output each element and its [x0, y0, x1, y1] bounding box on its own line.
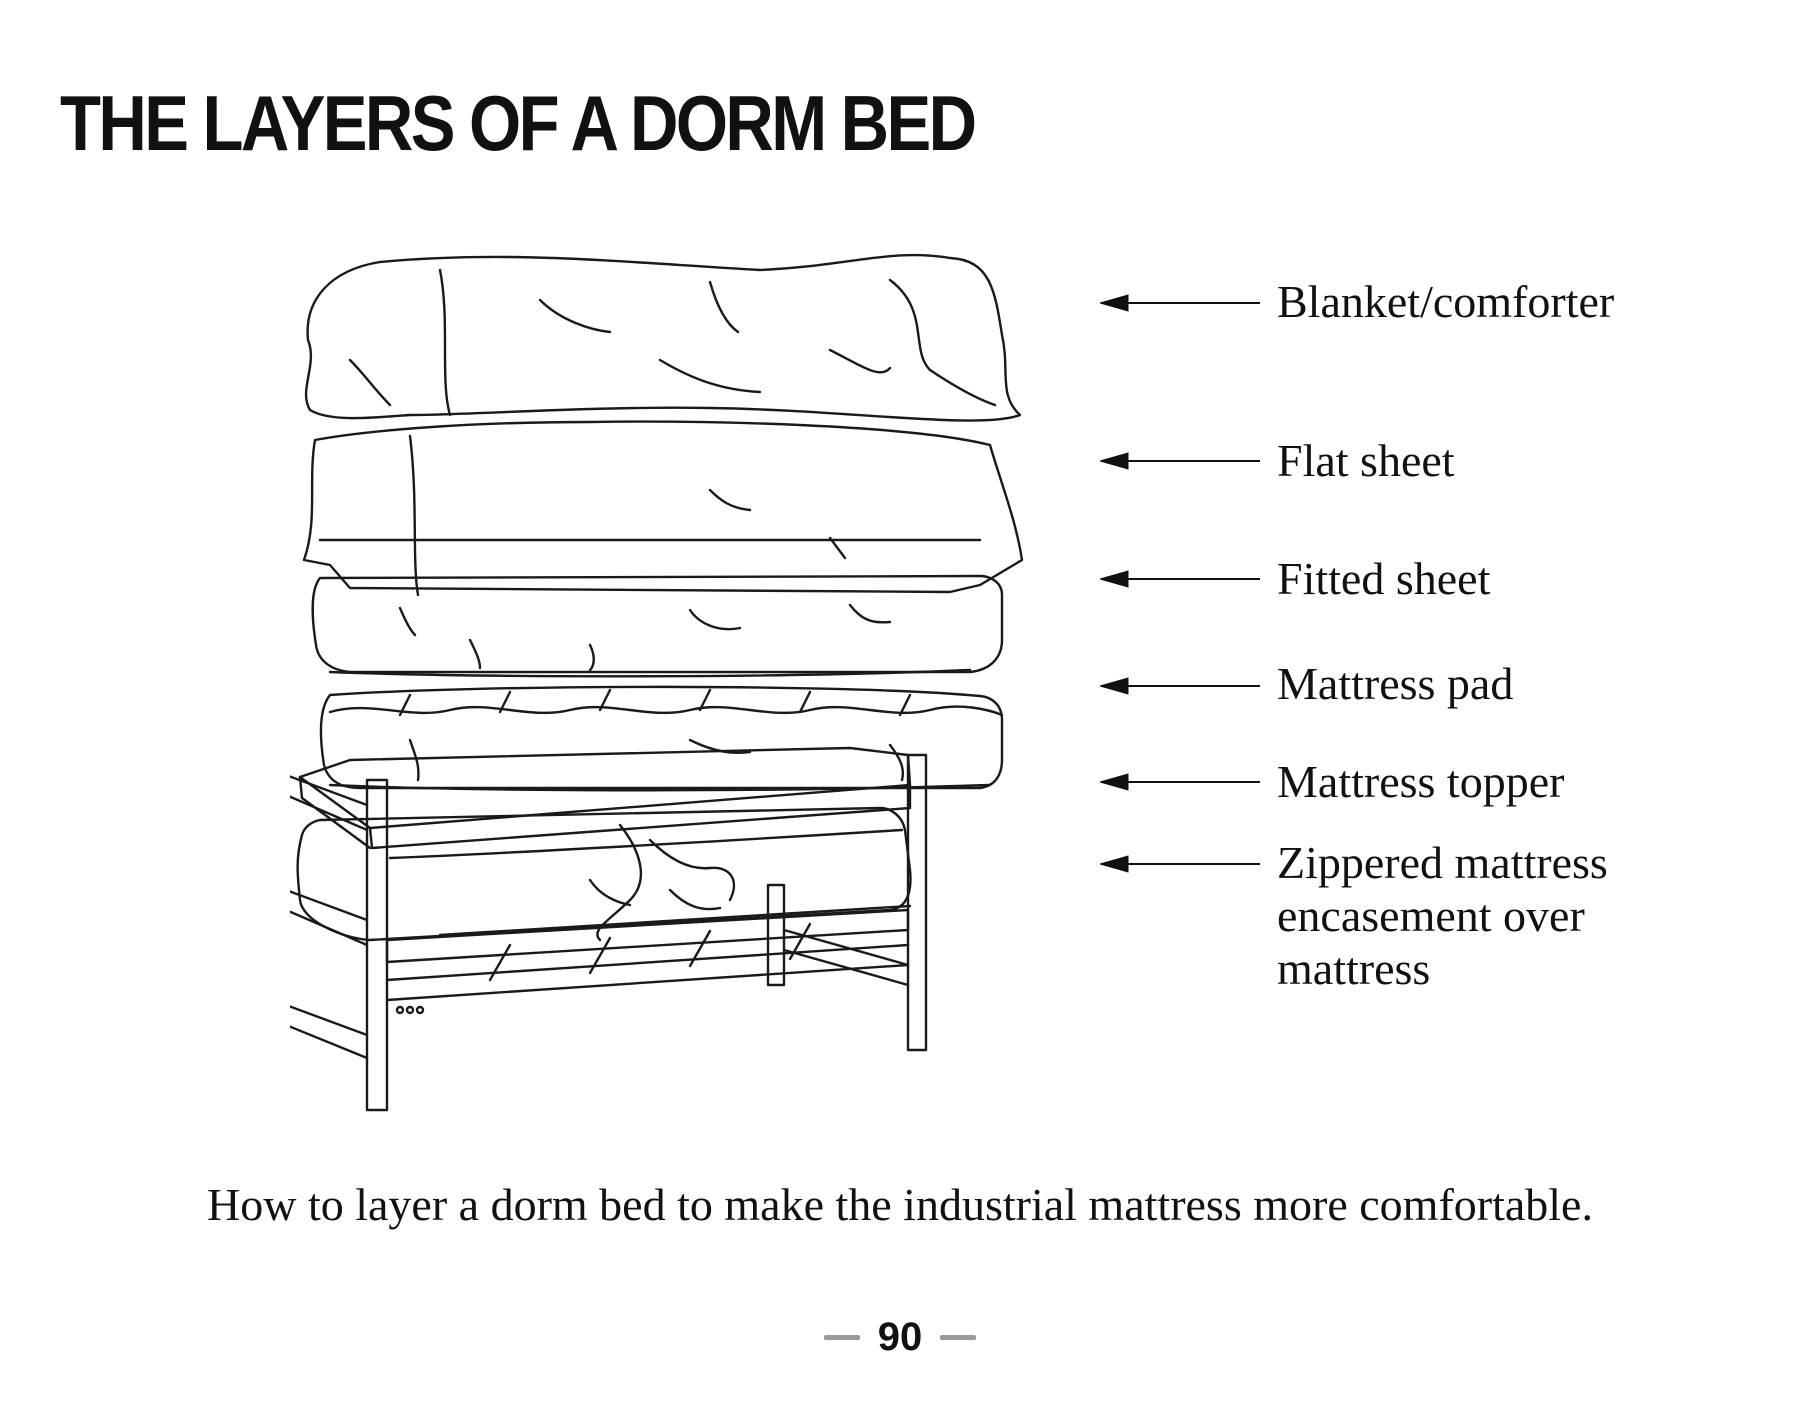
callout-arrow-encasement	[1098, 852, 1260, 876]
callout-arrow-mattress-pad	[1098, 674, 1260, 698]
label-flat-sheet: Flat sheet	[1277, 435, 1455, 486]
footer-dash-left	[823, 1335, 860, 1340]
dorm-bed-illustration	[290, 253, 1024, 1112]
figure-caption: How to layer a dorm bed to make the indu…	[207, 1179, 1593, 1230]
label-fitted-sheet: Fitted sheet	[1277, 553, 1491, 604]
label-blanket: Blanket/comforter	[1277, 276, 1615, 327]
footer-dash-right	[940, 1335, 977, 1340]
callout-arrow-mattress-topper	[1098, 770, 1260, 794]
label-mattress-topper: Mattress topper	[1277, 756, 1565, 807]
mattress-pad-illustration	[319, 685, 1004, 792]
page-footer: 90	[0, 1315, 1800, 1360]
callout-arrow-flat-sheet	[1098, 449, 1260, 473]
label-mattress-pad: Mattress pad	[1277, 658, 1514, 709]
fitted-sheet-illustration	[311, 574, 1004, 678]
page-number: 90	[877, 1315, 923, 1359]
bed-frame-illustration	[290, 753, 928, 1112]
blanket-illustration	[304, 253, 1022, 422]
encasement-illustration	[296, 806, 912, 942]
callout-arrow-fitted-sheet	[1098, 567, 1260, 591]
page-title: THE LAYERS OF A DORM BED	[60, 79, 977, 167]
flat-sheet-illustration	[302, 420, 1024, 597]
callout-arrow-blanket	[1098, 291, 1260, 315]
label-encasement: Zippered mattress encasement over mattre…	[1277, 837, 1608, 994]
mattress-topper-illustration	[298, 746, 912, 850]
